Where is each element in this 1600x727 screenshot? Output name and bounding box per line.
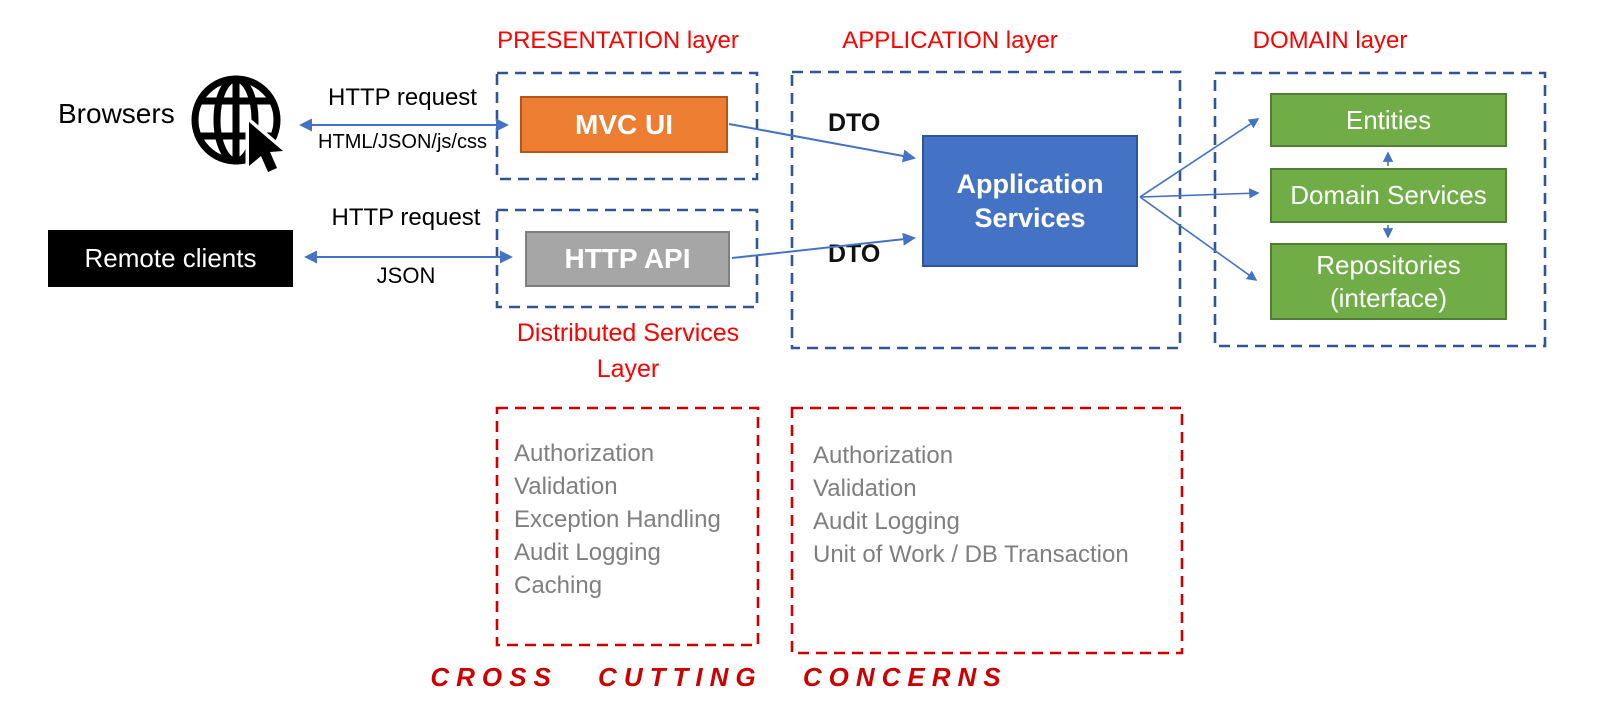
browser-arrow-label-top: HTTP request: [328, 84, 477, 111]
distributed-services-layer-title: Distributed Services Layer: [516, 319, 740, 383]
list-item: Authorization: [514, 440, 655, 467]
browser-arrow-label-bottom: HTML/JSON/js/css: [318, 131, 487, 153]
list-item: Exception Handling: [514, 506, 721, 533]
presentation-layer-title: PRESENTATION layer: [497, 27, 739, 54]
browsers-label: Browsers: [58, 98, 175, 129]
list-item: Audit Logging: [514, 539, 661, 566]
presentation-concerns-list: Authorization Validation Exception Handl…: [514, 437, 721, 602]
repositories-box: Repositories (interface): [1270, 243, 1507, 320]
arrow-mvcui-appservices: [728, 123, 916, 163]
dto-label-bottom: DTO: [828, 240, 881, 268]
application-layer-title: APPLICATION layer: [842, 27, 1058, 54]
remote-arrow-label-bottom: JSON: [376, 263, 436, 288]
globe-cursor-icon: [186, 68, 294, 180]
list-item: Audit Logging: [813, 508, 960, 535]
mvc-ui-box: MVC UI: [520, 96, 728, 153]
list-item: Validation: [813, 475, 917, 502]
entities-box: Entities: [1270, 93, 1507, 147]
list-item: Unit of Work / DB Transaction: [813, 541, 1129, 568]
http-api-box: HTTP API: [525, 231, 730, 287]
list-item: Authorization: [813, 442, 954, 469]
remote-clients-box: Remote clients: [48, 230, 293, 287]
domain-services-box: Domain Services: [1270, 168, 1507, 223]
list-item: Validation: [514, 473, 618, 500]
application-services-box: Application Services: [922, 135, 1138, 267]
arrow-httpapi-appservices: [731, 232, 916, 259]
arrow-appservices-repositories: [1139, 196, 1258, 281]
arrow-appservices-domainservices: [1139, 188, 1260, 199]
domain-layer-title: DOMAIN layer: [1252, 27, 1408, 54]
cross-cutting-concerns-title: CROSS CUTTING CONCERNS: [430, 662, 1008, 692]
remote-arrow-label-top: HTTP request: [331, 204, 481, 231]
dto-label-top: DTO: [828, 109, 881, 137]
arrow-appservices-entities: [1139, 118, 1260, 198]
application-concerns-list: Authorization Validation Audit Logging U…: [813, 439, 1129, 571]
list-item: Caching: [514, 572, 603, 599]
